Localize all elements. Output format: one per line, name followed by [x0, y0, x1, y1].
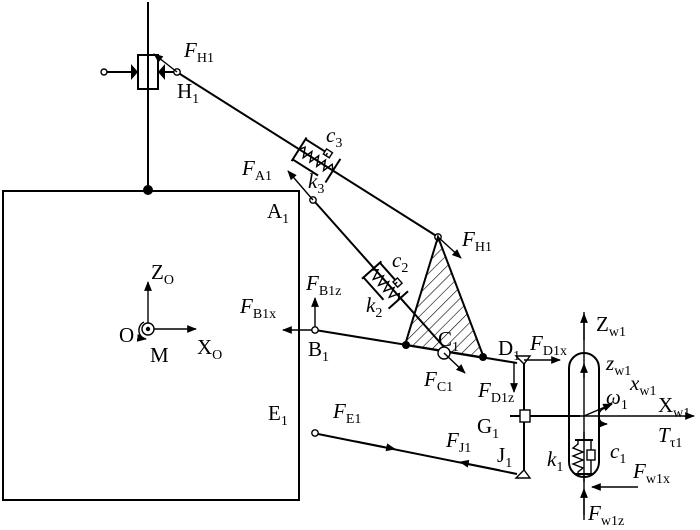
label-c3: c3: [326, 123, 342, 151]
rocker-pivot-left: [402, 341, 410, 349]
omega-rotation-arrow: [598, 407, 608, 428]
point-J1: [514, 468, 532, 479]
point-E1: [311, 429, 319, 437]
point-B1: [311, 326, 319, 334]
hub-bearing: [519, 409, 531, 423]
label-FB1x: FB1x: [239, 294, 276, 322]
label-FB1z: FB1z: [305, 271, 341, 299]
rocker-pivot-right: [479, 353, 487, 361]
label-M: M: [150, 343, 169, 367]
axis-arrow-xw1: [583, 403, 613, 417]
force-arrow-FC1: [443, 352, 466, 374]
label-H1: H1: [177, 79, 199, 107]
label-FC1: FC1: [423, 367, 453, 395]
label-C1: C1: [438, 327, 459, 355]
label-Fw1x: Fw1x: [632, 459, 670, 487]
label-Fw1z: Fw1z: [587, 501, 624, 529]
label-J1: J1: [497, 443, 512, 471]
label-FD1z: FD1z: [477, 378, 514, 406]
label-FH1-mid: FH1: [461, 227, 492, 255]
label-A1: A1: [267, 199, 289, 227]
label-Xw1: Xw1: [658, 393, 690, 421]
label-Ttau1: Tτ1: [658, 423, 682, 451]
label-E1: E1: [268, 401, 288, 429]
label-G1: G1: [477, 414, 499, 442]
label-xw1: xw1: [629, 371, 656, 399]
label-omega1: ω1: [606, 385, 628, 413]
slider-left-wedge: [131, 64, 138, 80]
label-FE1: FE1: [332, 399, 361, 427]
force-arrow-FE1: [354, 440, 396, 452]
label-D1: D1: [498, 336, 520, 364]
force-arrow-FH1-mid: [437, 236, 462, 259]
label-Zw1: Zw1: [596, 312, 626, 340]
label-c1: c1: [610, 439, 626, 467]
damper-spring-c2: [361, 260, 409, 310]
force-arrow-FJ1: [459, 459, 501, 471]
force-arrow-FH1-top: [153, 53, 178, 73]
label-FH1-top: FH1: [183, 38, 214, 66]
tire-spring-damper-k1-c1: [571, 432, 596, 482]
label-k1: k1: [547, 447, 563, 475]
label-O: O: [119, 323, 134, 347]
moment-M-arrow: [136, 321, 147, 342]
label-XO: XO: [197, 335, 222, 363]
label-FA1: FA1: [241, 156, 272, 184]
upper-strut-c3: [179, 73, 439, 238]
label-k2: k2: [366, 293, 382, 321]
label-B1: B1: [308, 337, 329, 365]
label-FD1x: FD1x: [529, 331, 567, 359]
label-FJ1: FJ1: [445, 428, 471, 456]
slider-handle-end: [100, 68, 108, 76]
damper-spring-c3: [290, 136, 342, 184]
force-arrow-FA1: [287, 170, 314, 201]
label-k3: k3: [308, 169, 324, 197]
label-zw1: zw1: [605, 351, 631, 379]
origin-dot: [145, 326, 151, 332]
label-ZO: ZO: [151, 260, 174, 288]
label-c2: c2: [392, 248, 408, 276]
